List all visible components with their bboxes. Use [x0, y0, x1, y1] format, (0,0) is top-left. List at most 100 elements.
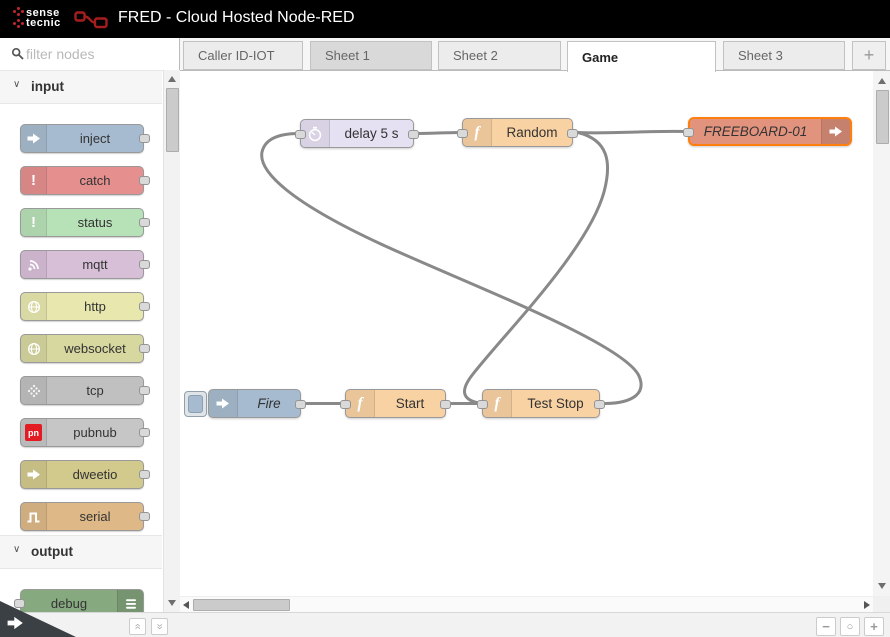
node-icon-region	[21, 125, 47, 152]
double-chevron-up-icon: «	[132, 623, 144, 630]
tab-caller-id-iot[interactable]: Caller ID-IOT	[183, 41, 303, 70]
tab-sheet-1[interactable]: Sheet 1	[310, 41, 432, 70]
canvas-node-fire[interactable]: Fire	[184, 389, 306, 418]
canvas-node-start[interactable]: f Start	[340, 389, 451, 418]
output-port[interactable]	[440, 400, 451, 409]
node-filter-row	[0, 38, 179, 71]
canvas-vscroll-thumb[interactable]	[876, 90, 889, 144]
palette-node-inject[interactable]: inject	[20, 124, 150, 153]
function-icon: f	[357, 394, 363, 412]
double-chevron-down-icon: »	[154, 623, 166, 630]
exclamation-icon: !	[31, 172, 36, 189]
signal-waves-icon	[27, 259, 39, 271]
input-port[interactable]	[340, 400, 351, 409]
zoom-out-button[interactable]: −	[816, 617, 836, 636]
palette-section-input-header[interactable]: ∨input	[0, 70, 162, 104]
tab-sheet-2[interactable]: Sheet 2	[438, 41, 561, 70]
wire-random-to-teststop[interactable]	[463, 131, 610, 405]
palette-node-http[interactable]: http	[20, 292, 150, 321]
sidebar-scrollbar[interactable]	[163, 70, 180, 612]
inject-trigger-inner	[188, 395, 203, 413]
palette-node-serial[interactable]: serial	[20, 502, 150, 531]
output-port[interactable]	[567, 129, 578, 138]
logo-word-bottom: tecnic	[26, 17, 61, 29]
palette-section-output-header[interactable]: ∨output	[0, 535, 162, 569]
canvas-hscroll-thumb[interactable]	[193, 599, 290, 611]
node-port[interactable]	[139, 134, 150, 143]
palette-node-dweetio[interactable]: dweetio	[20, 460, 150, 489]
tab-sheet-3[interactable]: Sheet 3	[723, 41, 845, 70]
node-port[interactable]	[139, 428, 150, 437]
palette-node-mqtt[interactable]: mqtt	[20, 250, 150, 279]
scroll-down-arrow-icon[interactable]	[168, 600, 176, 606]
node-port[interactable]	[139, 176, 150, 185]
node-label: Start	[395, 396, 425, 411]
scroll-up-arrow-icon[interactable]	[168, 76, 176, 82]
palette-expand-all-button[interactable]: »	[151, 618, 168, 635]
palette-node-label: http	[84, 299, 106, 314]
tab-label: Sheet 1	[325, 48, 370, 63]
wire-delay-to-random[interactable]	[413, 131, 463, 135]
wire-random-to-freeboard[interactable]	[576, 129, 689, 135]
node-port[interactable]	[139, 386, 150, 395]
input-port[interactable]	[683, 127, 694, 137]
tab-label: Game	[582, 49, 619, 65]
tab-game[interactable]: Game	[567, 41, 716, 72]
input-port[interactable]	[477, 400, 488, 409]
canvas-horizontal-scrollbar[interactable]	[180, 596, 873, 612]
output-port[interactable]	[408, 130, 419, 139]
node-port[interactable]	[139, 512, 150, 521]
node-port[interactable]	[139, 218, 150, 227]
tab-bar: + Caller ID-IOT Sheet 1 Sheet 2 Game Sheet 3	[180, 38, 890, 72]
scroll-right-arrow-icon[interactable]	[864, 601, 870, 609]
input-port[interactable]	[457, 129, 468, 138]
wire-teststop-to-delay[interactable]	[260, 132, 643, 405]
node-port[interactable]	[139, 344, 150, 353]
palette-collapse-all-button[interactable]: «	[129, 618, 146, 635]
output-port[interactable]	[295, 400, 306, 409]
canvas-node-delay[interactable]: delay 5 s	[295, 119, 419, 148]
node-port[interactable]	[139, 470, 150, 479]
palette-node-tcp[interactable]: tcp	[20, 376, 150, 405]
node-port[interactable]	[139, 260, 150, 269]
square-wave-icon	[27, 512, 40, 522]
node-filter-input[interactable]	[24, 42, 158, 66]
palette-node-debug[interactable]: debug	[14, 589, 144, 612]
chevron-down-icon: ∨	[13, 544, 21, 555]
node-port[interactable]	[139, 302, 150, 311]
arrow-right-icon	[27, 469, 40, 480]
node-icon-region: !	[21, 167, 47, 194]
palette-node-label: inject	[79, 131, 111, 146]
palette-node-catch[interactable]: !catch	[20, 166, 150, 195]
palette-node-websocket[interactable]: websocket	[20, 334, 150, 363]
scroll-up-arrow-icon[interactable]	[877, 78, 886, 84]
palette-node-label: pubnub	[73, 425, 117, 440]
tab-label: Sheet 2	[453, 48, 498, 63]
palette-node-label: mqtt	[82, 257, 108, 272]
node-port[interactable]	[14, 599, 25, 608]
sidebar-scrollbar-thumb[interactable]	[166, 88, 179, 152]
tab-bar-rule	[180, 70, 890, 71]
canvas-vertical-scrollbar[interactable]	[873, 71, 890, 596]
zoom-in-button[interactable]: +	[864, 617, 884, 636]
sensetecnic-logo[interactable]: sense tecnic	[12, 5, 70, 33]
palette-sidebar: ∨input inject !catch! status mqtt http websock…	[0, 38, 180, 612]
palette-toggle-flap[interactable]	[0, 601, 76, 637]
input-port[interactable]	[295, 130, 306, 139]
exclamation-icon: !	[31, 214, 36, 231]
canvas-node-freeboard[interactable]: FREEBOARD-01	[683, 117, 852, 146]
output-port[interactable]	[594, 400, 605, 409]
add-tab-button[interactable]: +	[852, 41, 886, 70]
scroll-down-arrow-icon[interactable]	[877, 583, 886, 589]
zoom-reset-button[interactable]: ○	[840, 617, 860, 636]
node-label: Fire	[257, 396, 281, 411]
palette-node-label: status	[77, 215, 113, 230]
palette-node-status[interactable]: ! status	[20, 208, 150, 237]
inject-trigger-button[interactable]	[184, 391, 207, 417]
scroll-left-arrow-icon[interactable]	[183, 601, 189, 609]
